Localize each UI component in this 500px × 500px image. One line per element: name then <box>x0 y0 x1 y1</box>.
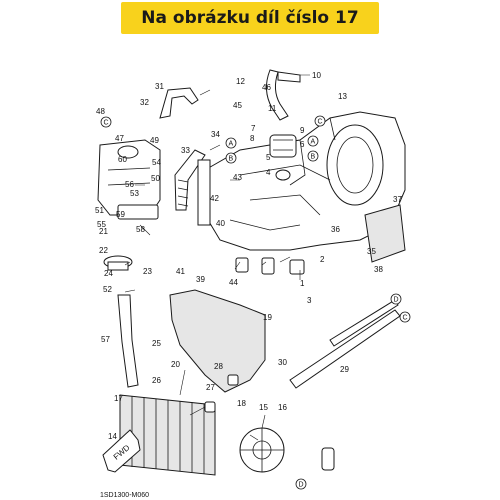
ref-circle-a-2 <box>307 135 319 147</box>
callout-26: 26 <box>152 376 161 385</box>
ref-label-d-1: D <box>394 297 399 304</box>
callout-21: 21 <box>99 227 108 236</box>
callout-59: 59 <box>116 210 125 219</box>
callout-16: 16 <box>278 403 287 412</box>
callout-30: 30 <box>278 358 287 367</box>
leader-lines <box>124 74 310 441</box>
callout-33: 33 <box>181 146 190 155</box>
callout-43: 43 <box>233 173 242 182</box>
title-text: Na obrázku díl číslo 17 <box>141 8 359 28</box>
callout-13: 13 <box>338 92 347 101</box>
callout-11: 11 <box>268 104 277 113</box>
callout-14: 14 <box>108 432 117 441</box>
callout-1: 1 <box>300 279 305 288</box>
callout-3: 3 <box>307 296 312 305</box>
callout-54: 54 <box>152 158 161 167</box>
callout-5: 5 <box>266 153 271 162</box>
callout-46: 46 <box>262 83 271 92</box>
small-parts <box>204 257 335 471</box>
thermostat-housing <box>269 134 297 181</box>
ref-label-b-2: B <box>311 154 316 161</box>
lower-hose <box>117 294 139 388</box>
callout-53: 53 <box>130 189 139 198</box>
ref-circle-c-1 <box>100 116 112 128</box>
callout-32: 32 <box>140 98 149 107</box>
callout-8: 8 <box>250 134 255 143</box>
callout-15: 15 <box>259 403 268 412</box>
callout-36: 36 <box>331 225 340 234</box>
callout-18: 18 <box>237 399 246 408</box>
ref-label-c-1: C <box>104 120 109 127</box>
callout-29: 29 <box>340 365 349 374</box>
fwd-arrow: FWD <box>102 429 141 473</box>
ref-circle-b-1 <box>225 152 237 164</box>
callout-23: 23 <box>143 267 152 276</box>
callout-6: 6 <box>300 140 305 149</box>
radiator-shroud <box>169 289 266 393</box>
callout-57: 57 <box>101 335 110 344</box>
ref-label-b-1: B <box>229 156 234 163</box>
callout-17: 17 <box>114 394 123 403</box>
ref-label-c-2: C <box>318 119 323 126</box>
diagram-code: 1SD1300-M060 <box>100 492 149 499</box>
callout-12: 12 <box>236 77 245 86</box>
coolant-reservoir <box>97 139 161 220</box>
callout-37: 37 <box>393 195 402 204</box>
callout-2: 2 <box>320 255 325 264</box>
callout-52: 52 <box>103 285 112 294</box>
ref-circle-d-2 <box>295 478 307 490</box>
callout-55: 55 <box>97 220 106 229</box>
ref-circle-c-3 <box>399 311 411 323</box>
callout-7: 7 <box>251 124 256 133</box>
callout-4: 4 <box>266 168 271 177</box>
ref-circle-a-1 <box>225 137 237 149</box>
callout-60: 60 <box>118 155 127 164</box>
callout-34: 34 <box>211 130 220 139</box>
callout-27: 27 <box>206 383 215 392</box>
callout-19: 19 <box>263 313 272 322</box>
title-banner: Na obrázku díl číslo 17 <box>121 2 379 34</box>
callout-50: 50 <box>151 174 160 183</box>
callout-40: 40 <box>216 219 225 228</box>
callout-51: 51 <box>95 206 104 215</box>
callout-44: 44 <box>229 278 238 287</box>
callout-39: 39 <box>196 275 205 284</box>
callout-10: 10 <box>312 71 321 80</box>
ref-label-d-2: D <box>299 482 304 489</box>
ref-label-a-1: A <box>229 141 234 148</box>
ref-label-a-2: A <box>311 139 316 146</box>
callout-31: 31 <box>155 82 164 91</box>
callout-9: 9 <box>300 126 305 135</box>
reference-markers: C A B A B C D C D <box>100 115 411 490</box>
callout-38: 38 <box>374 265 383 274</box>
callout-35: 35 <box>367 247 376 256</box>
engine-block <box>204 111 406 251</box>
callout-numbers: 1 2 3 4 5 6 7 8 9 10 11 12 13 14 15 16 1… <box>95 71 402 441</box>
callout-56: 56 <box>125 180 134 189</box>
upper-hose <box>266 69 301 121</box>
callout-28: 28 <box>214 362 223 371</box>
return-pipe <box>289 299 401 389</box>
ref-circle-c-2 <box>314 115 326 127</box>
callout-58: 58 <box>136 225 145 234</box>
water-pipe <box>197 159 211 226</box>
ref-circle-d-1 <box>390 293 402 305</box>
callout-22: 22 <box>99 246 108 255</box>
callout-48: 48 <box>96 107 105 116</box>
ref-circle-b-2 <box>307 150 319 162</box>
ref-label-c-3: C <box>403 315 408 322</box>
callout-47: 47 <box>115 134 124 143</box>
callout-49: 49 <box>150 136 159 145</box>
callout-25: 25 <box>152 339 161 348</box>
callout-42: 42 <box>210 194 219 203</box>
callout-41: 41 <box>176 267 185 276</box>
callout-45: 45 <box>233 101 242 110</box>
cooling-fan <box>239 427 285 473</box>
callout-20: 20 <box>171 360 180 369</box>
callout-24: 24 <box>104 269 113 278</box>
side-cover <box>364 204 406 263</box>
bypass-hose <box>159 87 199 119</box>
